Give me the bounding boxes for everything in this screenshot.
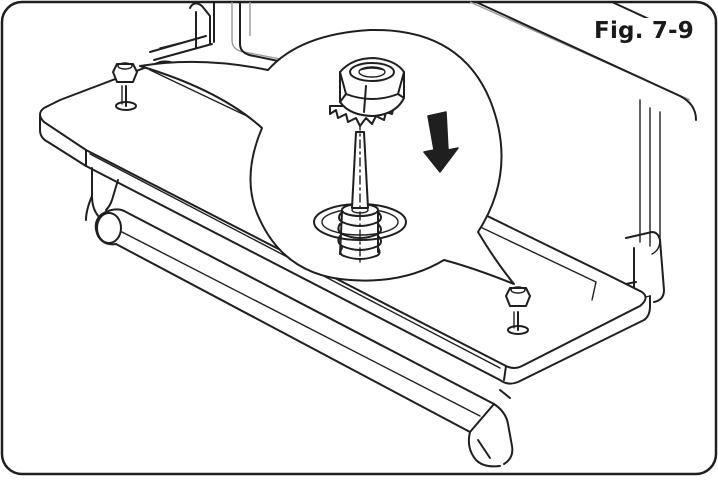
hex-nut-icon (112, 63, 138, 83)
right-stud (505, 286, 531, 335)
cabinet-body (213, 1, 697, 255)
handle-bar (94, 208, 514, 468)
hex-nut-icon (339, 57, 405, 117)
figure-label: Fig. 7-9 (592, 18, 696, 44)
down-arrow-icon (423, 111, 459, 173)
detail-callout (139, 28, 515, 285)
left-bracket (149, 2, 213, 61)
left-stud (112, 62, 138, 111)
hex-nut-icon (505, 287, 531, 307)
